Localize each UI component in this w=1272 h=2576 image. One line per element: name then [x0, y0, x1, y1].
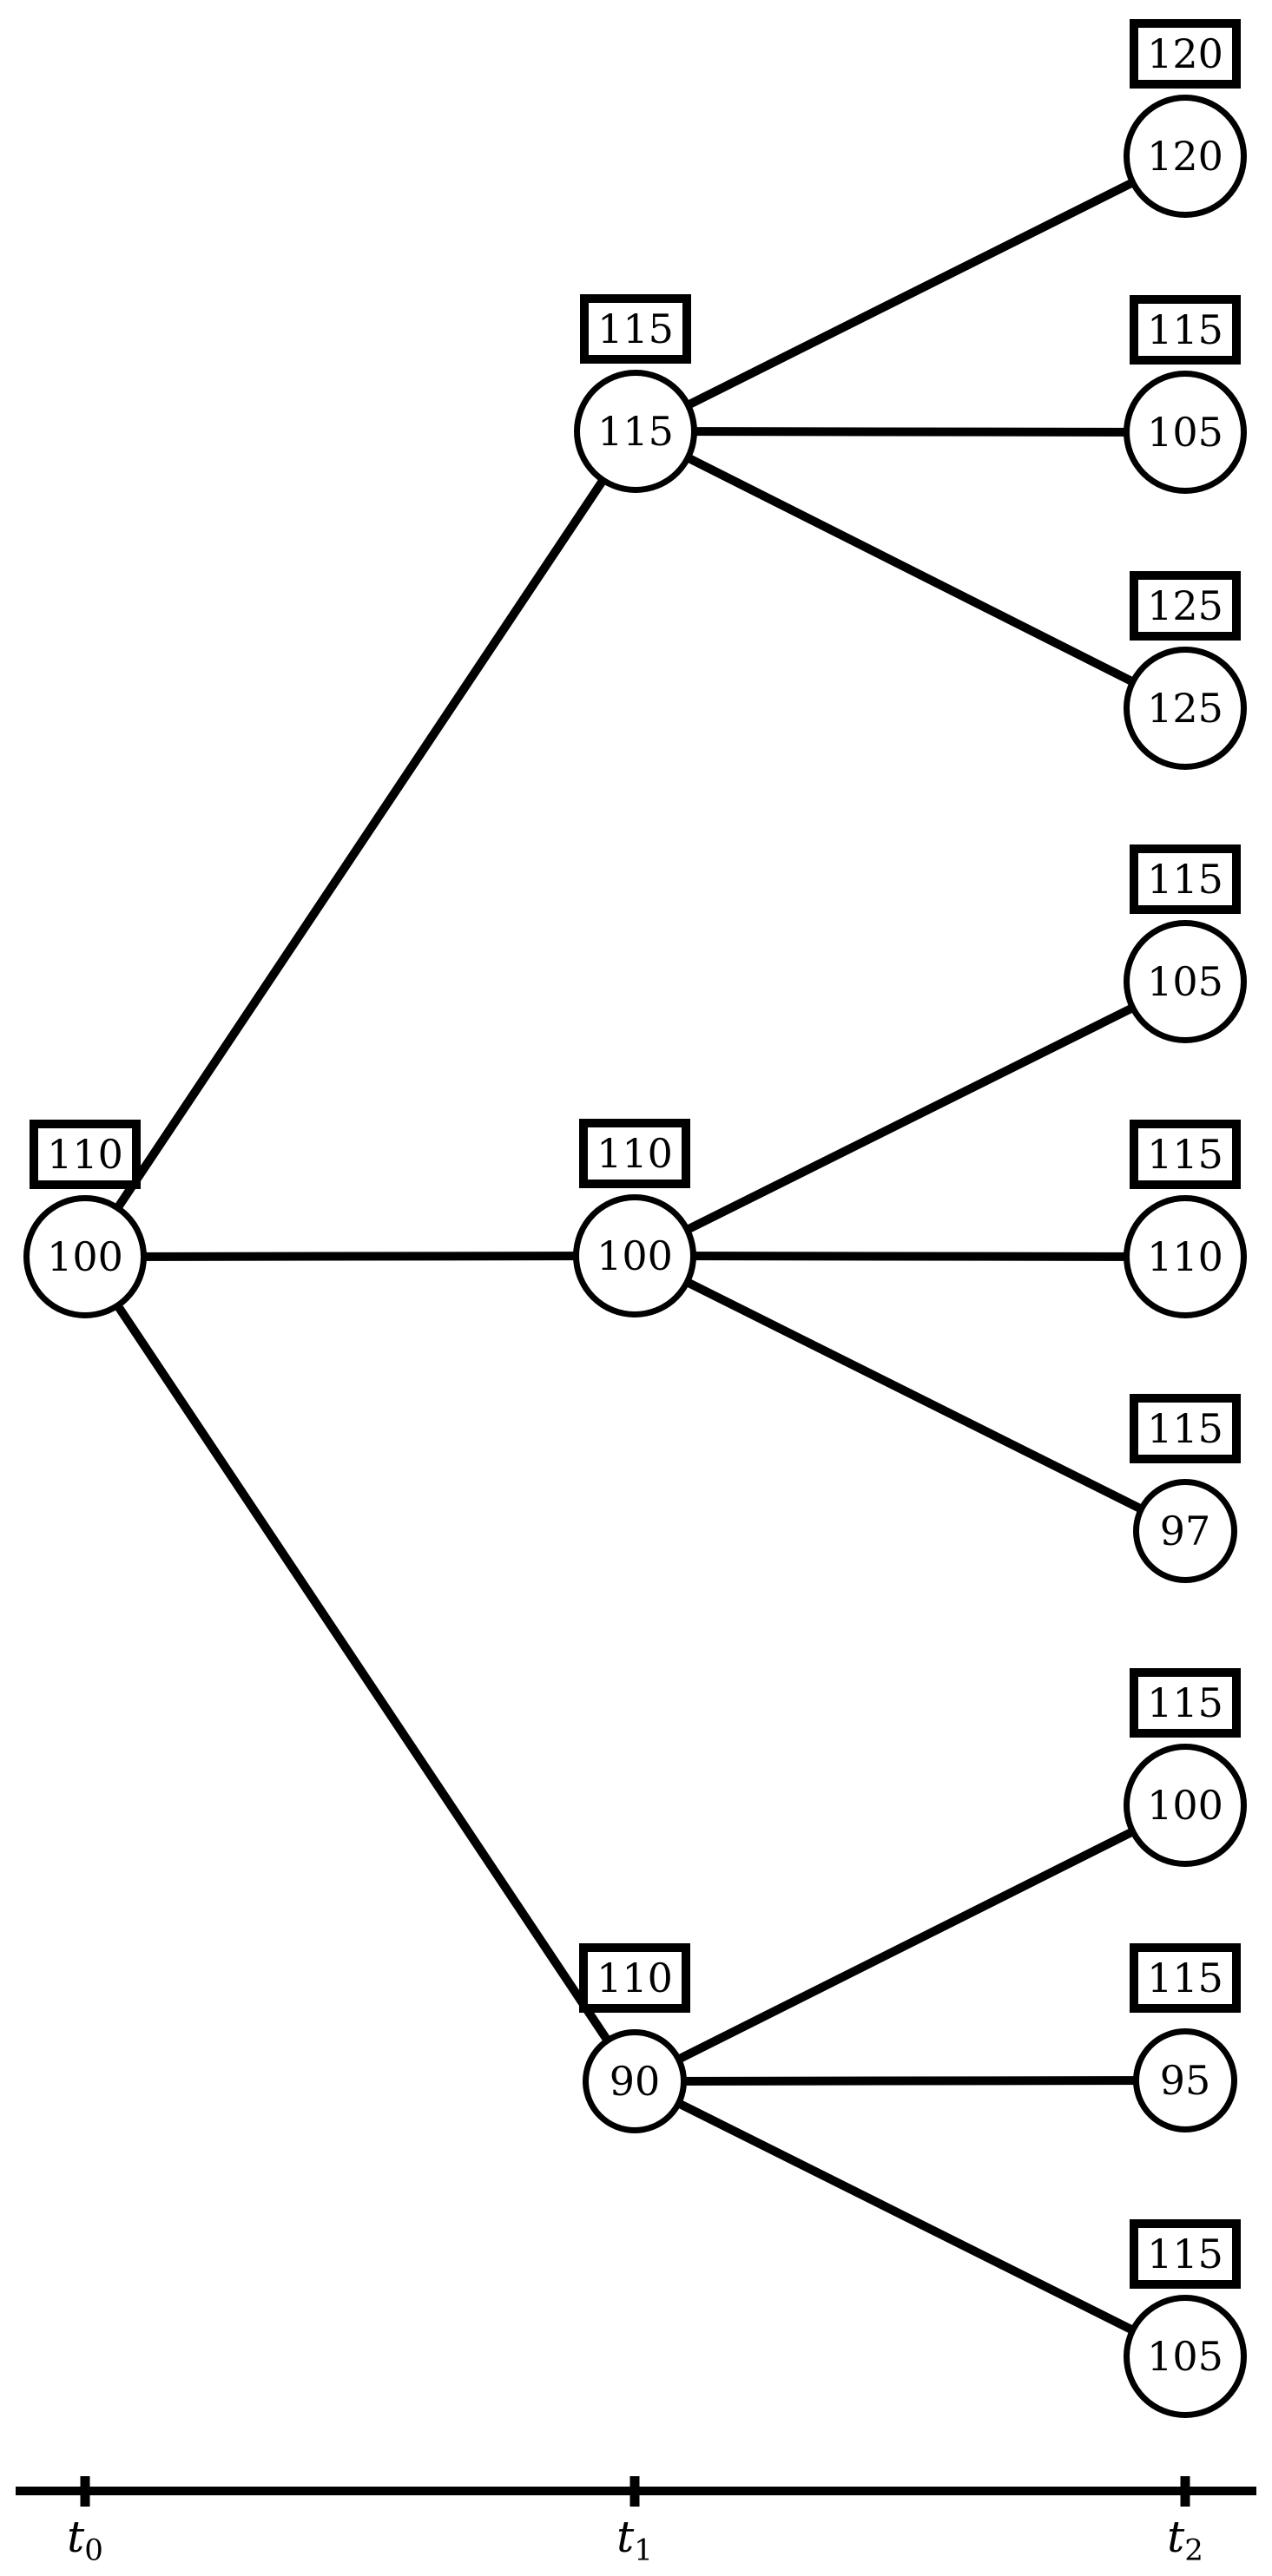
node-box-label-t1-mid: 110 [579, 1119, 690, 1188]
node-box-label-t2-uu: 120 [1130, 19, 1241, 89]
node-circle-t1-up: 115 [574, 370, 697, 493]
edge-t1-mid-t2-mm [634, 1252, 1186, 1261]
node-circle-t2-dm: 95 [1133, 2028, 1237, 2132]
axis-label-t2-sub: 2 [1184, 2533, 1203, 2568]
axis-label-t1: t1 [616, 2511, 653, 2566]
edge-t1-up-t2-ud [633, 427, 1188, 713]
edge-t1-down-t2-dm [634, 2076, 1186, 2086]
node-circle-root: 100 [23, 1195, 147, 1318]
edge-root-t1-mid [84, 1252, 636, 1261]
axis-label-t1-sub: 1 [634, 2533, 653, 2568]
node-box-label-t2-du: 115 [1130, 1668, 1241, 1738]
node-circle-t1-mid: 100 [573, 1194, 696, 1318]
node-box-label-t2-mm: 115 [1130, 1120, 1241, 1189]
node-circle-t2-um: 105 [1124, 371, 1247, 494]
axis-label-t2: t2 [1167, 2511, 1203, 2566]
node-circle-t2-ud: 125 [1124, 647, 1247, 770]
node-circle-t2-mu: 105 [1124, 920, 1247, 1043]
edge-t1-mid-t2-md [632, 1252, 1188, 1535]
node-box-label-t2-um: 115 [1130, 295, 1241, 365]
node-box-label-t1-down: 110 [579, 1943, 690, 2013]
node-box-label-root: 110 [30, 1120, 141, 1189]
node-box-label-t1-up: 115 [580, 294, 691, 364]
node-circle-t2-uu: 120 [1124, 95, 1247, 218]
edge-t1-up-t2-uu [633, 152, 1188, 436]
node-box-label-t2-dm: 115 [1130, 1943, 1241, 2013]
node-box-label-t2-mu: 115 [1130, 844, 1241, 914]
edge-root-t1-down [81, 1254, 639, 2084]
edge-root-t1-up [81, 429, 640, 1259]
axis-label-t1-base: t [616, 2512, 635, 2562]
axis-label-t0: t0 [67, 2511, 103, 2566]
node-circle-t2-du: 100 [1124, 1744, 1247, 1867]
edge-t1-mid-t2-mu [632, 977, 1188, 1260]
node-circle-t2-dd: 105 [1124, 2295, 1247, 2418]
edge-t1-up-t2-um [635, 427, 1186, 437]
axis-label-t2-base: t [1167, 2512, 1185, 2562]
axis-label-t0-base: t [67, 2512, 85, 2562]
edge-t1-down-t2-du [632, 1801, 1188, 2086]
node-box-label-t2-ud: 125 [1130, 571, 1241, 641]
axis-label-t0-sub: 0 [84, 2533, 103, 2568]
node-box-label-t2-md: 115 [1130, 1394, 1241, 1463]
edge-t1-down-t2-dd [632, 2077, 1188, 2361]
node-circle-t1-down: 90 [583, 2029, 687, 2133]
node-circle-t2-mm: 110 [1124, 1195, 1247, 1318]
node-circle-t2-md: 97 [1133, 1479, 1237, 1583]
node-box-label-t2-dd: 115 [1130, 2219, 1241, 2289]
